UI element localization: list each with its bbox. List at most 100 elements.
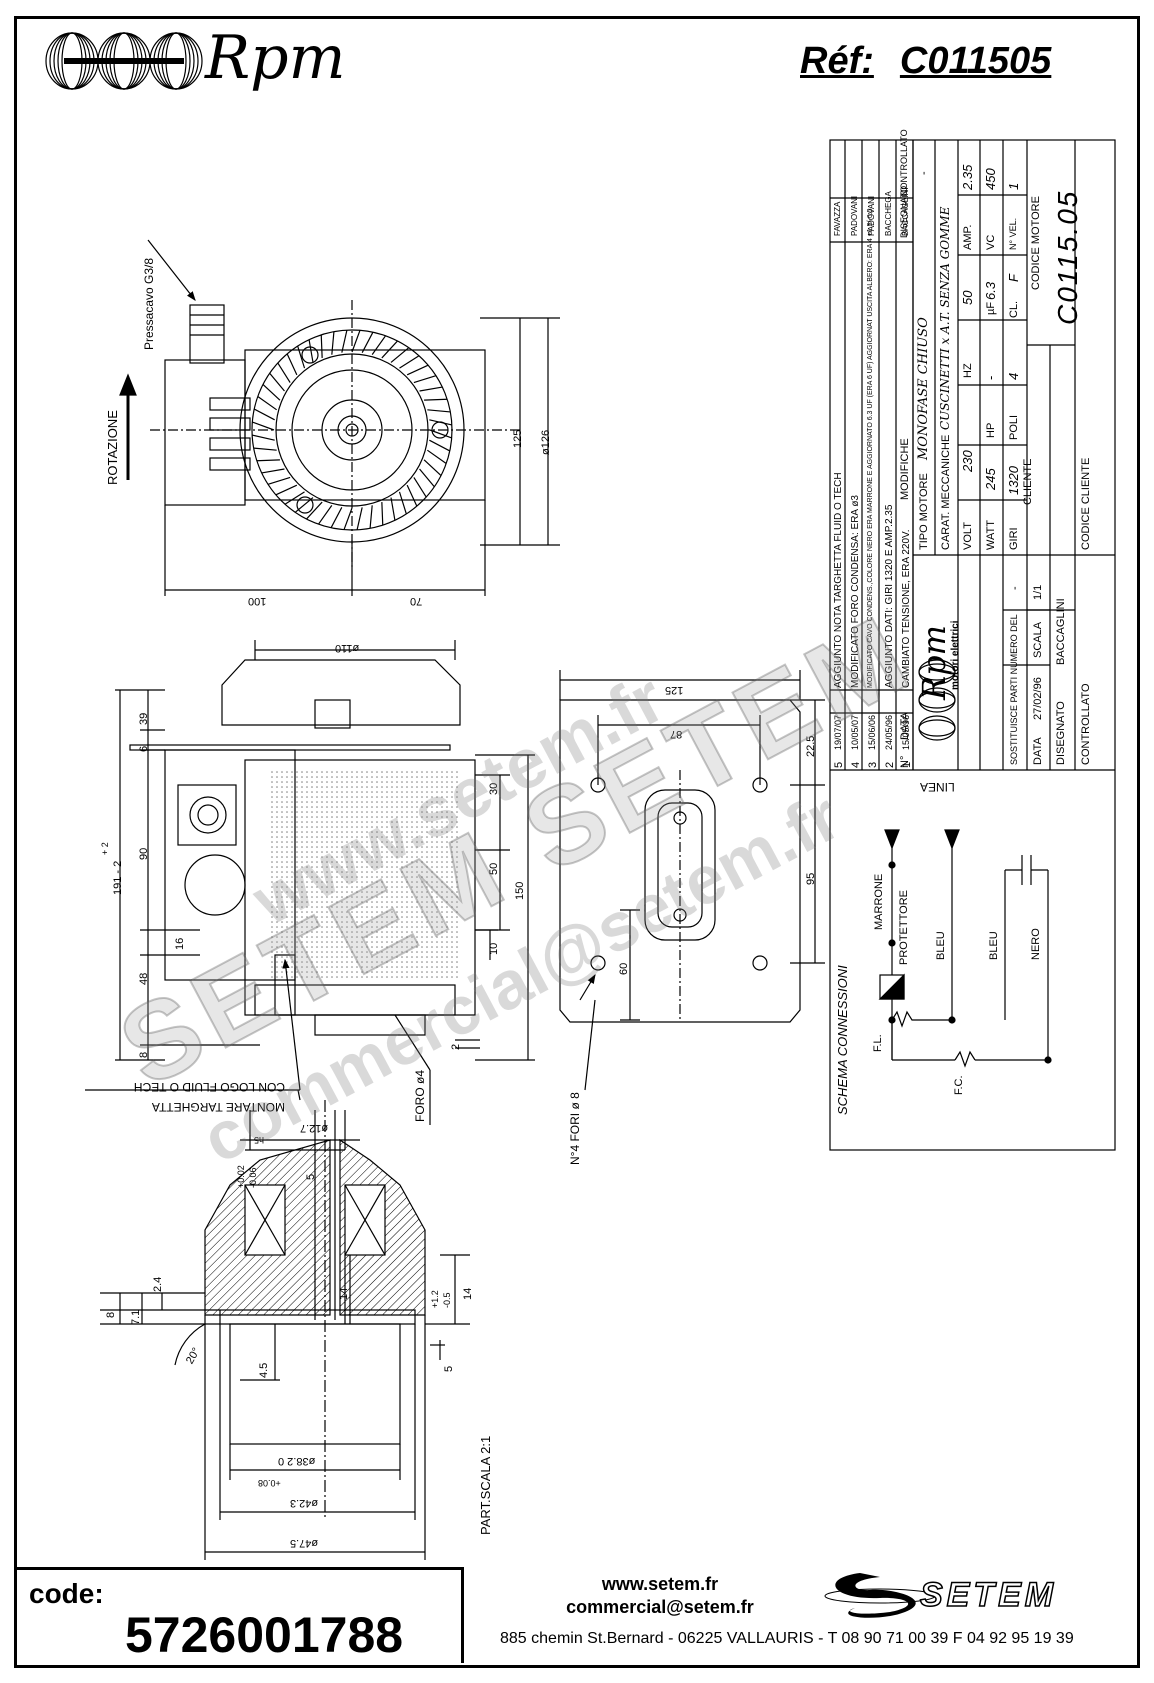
amp-value: 2.35 <box>960 164 975 190</box>
schema-bleu-1: BLEU <box>935 931 947 960</box>
footer-email-link[interactable]: commercial@setem.fr <box>566 1597 754 1617</box>
shaft-tolerance: h5 <box>254 1135 265 1145</box>
code-label: code: <box>29 1578 104 1609</box>
fin <box>356 507 363 531</box>
dim-6: 6 <box>138 745 150 752</box>
dim-70: 70 <box>410 595 423 607</box>
dim-14b: 14 <box>462 1287 474 1300</box>
fin <box>267 476 291 485</box>
holes-label: N°4 FORI ø 8 <box>568 1092 582 1165</box>
fin <box>343 507 353 530</box>
schema-bleu-2: BLEU <box>988 931 1000 960</box>
schema-nero: NERO <box>1030 928 1042 960</box>
rev-header-by2: CONTROLLATO <box>899 129 909 196</box>
fin <box>275 484 298 496</box>
revision-description: MODIFICATO CAVO CONDENS.,COLORE NERO ERA… <box>867 208 874 688</box>
vc-value: 450 <box>983 168 998 190</box>
brand-logo: Rpm <box>205 23 346 93</box>
revision-number: 3 <box>867 761 879 768</box>
hp-value: - <box>983 375 998 380</box>
revision-date: 15/06/06 <box>867 714 877 750</box>
fin <box>429 439 451 452</box>
fin <box>423 459 442 476</box>
fin <box>406 484 418 507</box>
dim-2-4: 2.4 <box>152 1276 164 1292</box>
schema-fc: F.C. <box>953 1075 965 1095</box>
disegnato-value: BACCAGLINI <box>1055 598 1067 665</box>
fin <box>253 408 275 421</box>
title-block-logo-sub: motori elettrici <box>950 620 961 690</box>
dim-191: 191 - 2 <box>112 860 124 895</box>
d42: ø42.3 <box>290 1497 319 1509</box>
shaft-tol-b: +0.02 <box>236 1165 246 1188</box>
carat-value: CUSCINETTI x A.T. SENZA GOMME <box>938 206 952 430</box>
fin <box>429 429 452 439</box>
rev-header-n: N° <box>899 755 911 768</box>
footer-web-link[interactable]: www.setem.fr <box>601 1574 719 1594</box>
revision-description: MODIFICATO FORO CONDENSA: ERA ø3 <box>850 495 861 688</box>
shaft-diameter: ø12.7 <box>300 1122 329 1134</box>
fin <box>317 504 333 525</box>
fin <box>331 331 335 355</box>
end-view <box>150 300 520 570</box>
revision-number: 5 <box>833 761 845 768</box>
cliente-label: CLIENTE <box>1022 458 1034 505</box>
fin <box>381 340 398 359</box>
fin <box>419 386 443 392</box>
d38: ø38.2 0 <box>278 1455 316 1467</box>
dim-60: 60 <box>618 962 630 975</box>
disegnato-label: DISEGNATO <box>1055 701 1067 765</box>
title-block-logo-coils <box>918 659 956 741</box>
hz-value: 50 <box>960 290 975 305</box>
title-block-lines <box>829 139 1116 1151</box>
uf-value: 6.3 <box>983 281 998 300</box>
tipo-dash: - <box>918 171 930 175</box>
fin <box>424 398 448 401</box>
giri-label: GIRI <box>1008 527 1020 550</box>
fin <box>341 329 348 353</box>
dim-95: 95 <box>805 872 817 885</box>
fin <box>427 409 451 413</box>
vc-label: VC <box>985 234 997 250</box>
shaft-5: 5 <box>305 1173 317 1180</box>
fin <box>426 449 447 465</box>
fin <box>429 419 453 426</box>
fin <box>419 468 435 488</box>
codice-cliente-label: CODICE CLIENTE <box>1080 457 1092 550</box>
revision-description: AGGIUNTO NOTA TARGHETTA FLUID O TECH <box>833 472 844 688</box>
part-scale-label: PART.SCALA 2:1 <box>478 1435 493 1535</box>
revision-date: 24/05/96 <box>884 714 894 750</box>
dim-191-tol: + 2 <box>100 842 110 855</box>
fin <box>251 434 275 441</box>
dim-87: 87 <box>670 728 683 740</box>
rpm-logo-coils <box>45 32 203 90</box>
fin <box>253 447 277 451</box>
poli-value: 4 <box>1006 372 1021 380</box>
giri-value: 1320 <box>1006 466 1021 495</box>
dim-125-plate: 125 <box>665 684 684 696</box>
dim-8: 8 <box>105 1311 117 1318</box>
nameplate-note-1: MONTARE TARGHETTA <box>151 1100 285 1114</box>
d38-tol: +0.08 <box>258 1478 281 1488</box>
fin <box>361 331 374 353</box>
revision-author: PADOVANI <box>850 195 859 236</box>
fin <box>257 395 278 411</box>
dim-10: 10 <box>488 942 500 955</box>
volt-label: VOLT <box>962 522 974 550</box>
codice-motore-label: CODICE MOTORE <box>1030 196 1042 290</box>
data-value: 27/02/96 <box>1032 677 1044 720</box>
fin <box>262 384 281 401</box>
dim-7-1: 7.1 <box>130 1309 142 1325</box>
fin <box>308 339 314 363</box>
dim-39: 39 <box>138 712 150 725</box>
schema-marrone: MARRONE <box>873 873 885 930</box>
fin <box>369 505 373 529</box>
schema-protettore: PROTETTORE <box>898 890 910 965</box>
rotation-label: ROTAZIONE <box>105 410 120 485</box>
cl-label: CL. <box>1008 300 1020 318</box>
vel-label: N° VEL. <box>1008 217 1018 250</box>
fin <box>381 502 384 526</box>
dim-16: 16 <box>174 937 186 950</box>
fin <box>284 491 305 505</box>
